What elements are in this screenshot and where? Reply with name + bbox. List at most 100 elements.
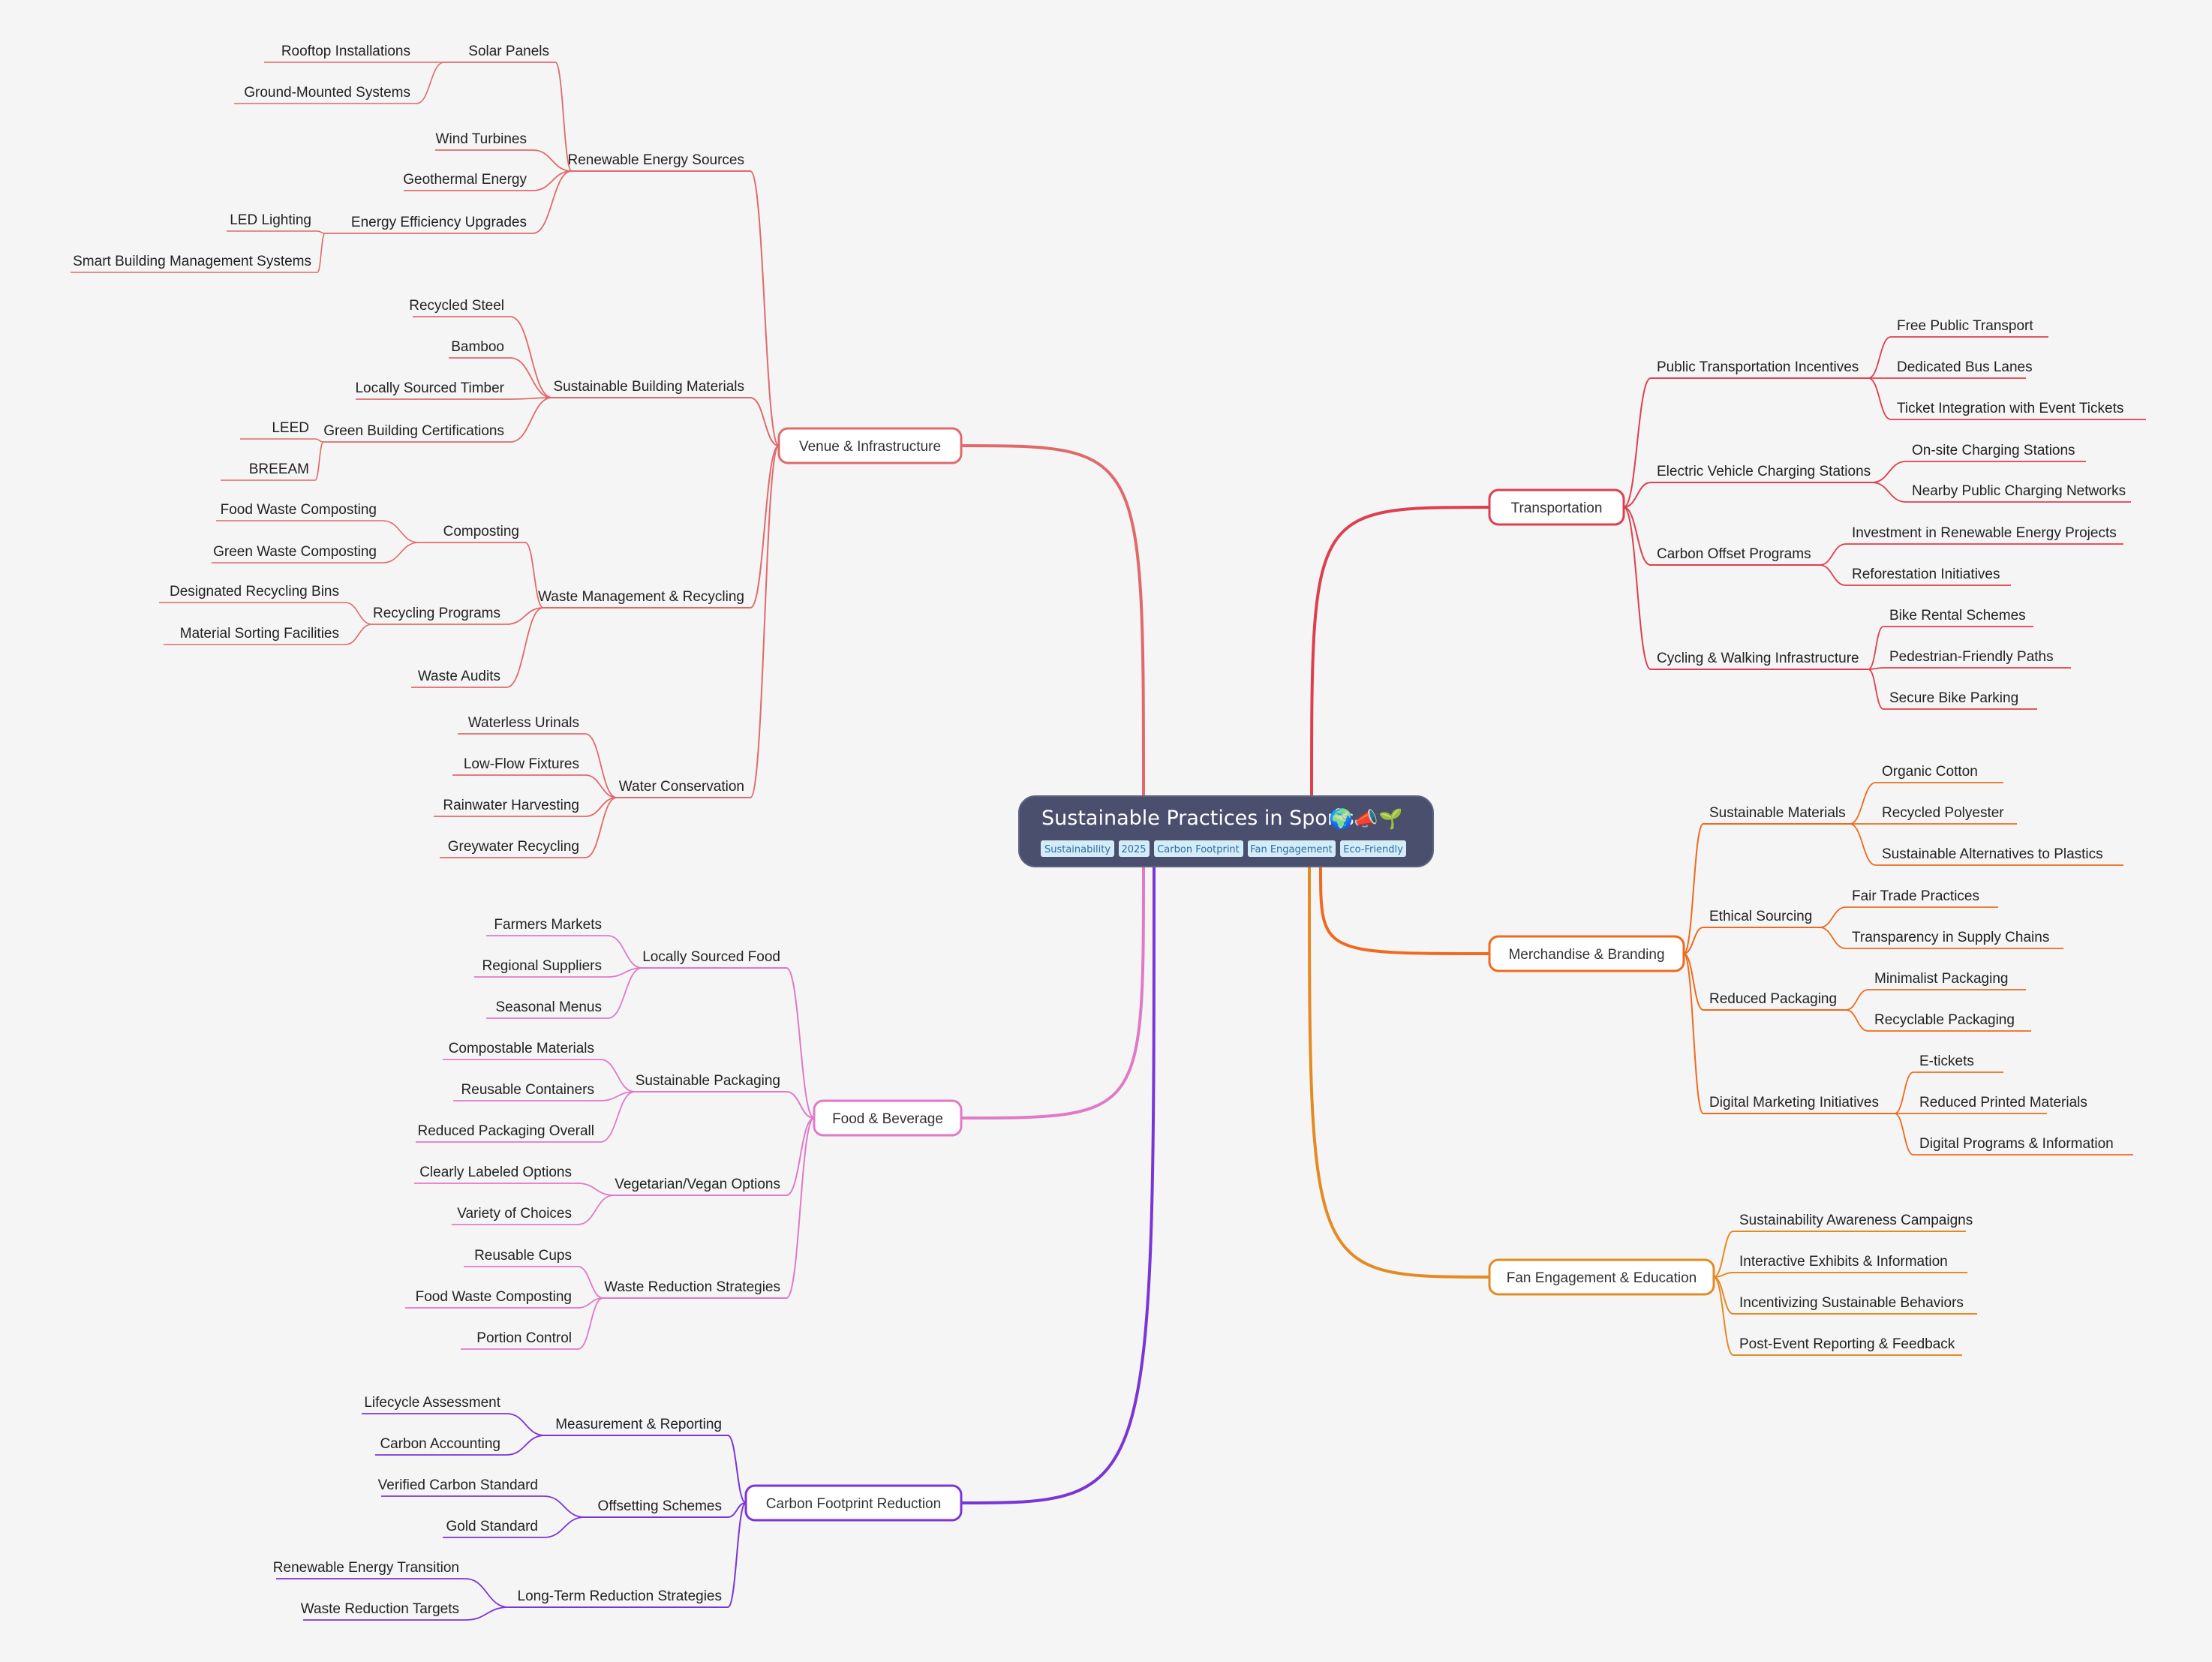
node-renewable-energy-sources[interactable]: Renewable Energy Sources <box>567 152 750 172</box>
node-recycled-steel[interactable]: Recycled Steel <box>409 298 510 317</box>
node-waste-audits[interactable]: Waste Audits <box>411 669 506 688</box>
node-sustainable-packaging[interactable]: Sustainable Packaging <box>635 1073 786 1092</box>
node-reusable-cups[interactable]: Reusable Cups <box>464 1248 578 1267</box>
node-verified-carbon-standard[interactable]: Verified Carbon Standard <box>378 1477 544 1497</box>
node-nearby-public-charging-networks[interactable]: Nearby Public Charging Networks <box>1906 483 2131 503</box>
node-gold-standard[interactable]: Gold Standard <box>443 1519 544 1538</box>
node-reusable-containers[interactable]: Reusable Containers <box>453 1082 600 1101</box>
node-low-flow-fixtures[interactable]: Low-Flow Fixtures <box>452 756 585 776</box>
branch-box[interactable] <box>813 1099 963 1137</box>
node-clearly-labeled-options[interactable]: Clearly Labeled Options <box>414 1165 578 1184</box>
node-post-event-reporting-and-feedback[interactable]: Post-Event Reporting & Feedback <box>1733 1336 1962 1356</box>
node-recycled-polyester[interactable]: Recycled Polyester <box>1876 805 2017 825</box>
node-minimalist-packaging[interactable]: Minimalist Packaging <box>1868 971 2026 990</box>
node-reforestation-initiatives[interactable]: Reforestation Initiatives <box>1846 567 2011 586</box>
node-ground-mounted-systems[interactable]: Ground-Mounted Systems <box>234 85 416 104</box>
node-investment-in-renewable-energy-projects[interactable]: Investment in Renewable Energy Projects <box>1846 525 2123 545</box>
node-green-waste-composting[interactable]: Green Waste Composting <box>212 544 383 564</box>
node-regional-suppliers[interactable]: Regional Suppliers <box>474 958 608 978</box>
node-geothermal-energy[interactable]: Geothermal Energy <box>403 172 533 191</box>
node-waste-management-and-recycling[interactable]: Waste Management & Recycling <box>538 589 750 609</box>
node-rainwater-harvesting[interactable]: Rainwater Harvesting <box>434 798 585 817</box>
node-locally-sourced-timber[interactable]: Locally Sourced Timber <box>355 380 510 400</box>
branch-box[interactable] <box>744 1484 963 1522</box>
node-wind-turbines[interactable]: Wind Turbines <box>435 131 533 151</box>
node-recyclable-packaging[interactable]: Recyclable Packaging <box>1868 1012 2031 1032</box>
node-carbon-accounting[interactable]: Carbon Accounting <box>375 1436 506 1456</box>
branch-merchandise-and-branding[interactable]: Merchandise & Branding <box>1488 935 1685 972</box>
node-led-lighting[interactable]: LED Lighting <box>227 212 317 232</box>
node-variety-of-choices[interactable]: Variety of Choices <box>452 1206 578 1225</box>
node-cycling-and-walking-infrastructure[interactable]: Cycling & Walking Infrastructure <box>1651 651 1868 670</box>
node-green-building-certifications[interactable]: Green Building Certifications <box>323 423 510 443</box>
branch-carbon-footprint-reduction[interactable]: Carbon Footprint Reduction <box>744 1484 963 1522</box>
node-greywater-recycling[interactable]: Greywater Recycling <box>440 839 585 858</box>
node-electric-vehicle-charging-stations[interactable]: Electric Vehicle Charging Stations <box>1651 464 1872 483</box>
node-solar-panels[interactable]: Solar Panels <box>444 44 555 63</box>
node-interactive-exhibits-and-information[interactable]: Interactive Exhibits & Information <box>1733 1254 1967 1273</box>
node-food-waste-composting[interactable]: Food Waste Composting <box>216 502 383 521</box>
node-locally-sourced-food[interactable]: Locally Sourced Food <box>642 949 786 969</box>
node-breeam[interactable]: BREEAM <box>221 461 315 481</box>
node-dedicated-bus-lanes[interactable]: Dedicated Bus Lanes <box>1891 359 2033 379</box>
node-digital-programs-and-information[interactable]: Digital Programs & Information <box>1913 1136 2133 1156</box>
branch-box[interactable] <box>1488 488 1625 526</box>
node-free-public-transport[interactable]: Free Public Transport <box>1891 318 2048 338</box>
node-compostable-materials[interactable]: Compostable Materials <box>443 1041 600 1060</box>
node-sustainability-awareness-campaigns[interactable]: Sustainability Awareness Campaigns <box>1733 1213 1973 1232</box>
node-reduced-printed-materials[interactable]: Reduced Printed Materials <box>1913 1095 2087 1114</box>
node-bike-rental-schemes[interactable]: Bike Rental Schemes <box>1883 608 2033 627</box>
node-material-sorting-facilities[interactable]: Material Sorting Facilities <box>164 626 345 645</box>
node-offsetting-schemes[interactable]: Offsetting Schemes <box>585 1498 728 1518</box>
node-ticket-integration-with-event-tickets[interactable]: Ticket Integration with Event Tickets <box>1891 401 2146 420</box>
node-sustainable-alternatives-to-plastics[interactable]: Sustainable Alternatives to Plastics <box>1876 846 2123 866</box>
node-bamboo[interactable]: Bamboo <box>449 339 510 359</box>
branch-box[interactable] <box>777 427 963 464</box>
node-energy-efficiency-upgrades[interactable]: Energy Efficiency Upgrades <box>325 215 533 234</box>
node-seasonal-menus[interactable]: Seasonal Menus <box>486 999 608 1019</box>
node-leed[interactable]: LEED <box>240 420 315 440</box>
node-sustainable-building-materials[interactable]: Sustainable Building Materials <box>552 379 750 398</box>
connector-root-merchandise-and-branding <box>1319 866 1490 955</box>
node-measurement-and-reporting[interactable]: Measurement & Reporting <box>545 1417 728 1436</box>
node-transparency-in-supply-chains[interactable]: Transparency in Supply Chains <box>1846 930 2063 949</box>
node-secure-bike-parking[interactable]: Secure Bike Parking <box>1883 690 2037 710</box>
branch-fan-engagement-and-education[interactable]: Fan Engagement & Education <box>1488 1258 1715 1296</box>
node-pedestrian-friendly-paths[interactable]: Pedestrian-Friendly Paths <box>1883 649 2071 669</box>
node-fair-trade-practices[interactable]: Fair Trade Practices <box>1846 888 1998 908</box>
node-portion-control[interactable]: Portion Control <box>461 1330 578 1350</box>
node-long-term-reduction-strategies[interactable]: Long-Term Reduction Strategies <box>509 1588 728 1608</box>
root-node[interactable]: Sustainable Practices in Sports 🌍 📣 🌱 Su… <box>1018 795 1434 867</box>
node-reduced-packaging[interactable]: Reduced Packaging <box>1703 991 1846 1011</box>
node-smart-building-management-systems[interactable]: Smart Building Management Systems <box>71 254 317 273</box>
node-public-transportation-incentives[interactable]: Public Transportation Incentives <box>1651 359 1868 379</box>
branch-food-and-beverage[interactable]: Food & Beverage <box>813 1099 963 1137</box>
node-carbon-offset-programs[interactable]: Carbon Offset Programs <box>1651 546 1820 566</box>
node-rooftop-installations[interactable]: Rooftop Installations <box>264 44 416 63</box>
branch-box[interactable] <box>1488 935 1685 972</box>
node-vegetarian-vegan-options[interactable]: Vegetarian/Vegan Options <box>614 1177 786 1196</box>
branch-box[interactable] <box>1488 1258 1715 1296</box>
node-water-conservation[interactable]: Water Conservation <box>617 779 750 798</box>
node-composting[interactable]: Composting <box>419 524 525 543</box>
node-on-site-charging-stations[interactable]: On-site Charging Stations <box>1906 443 2086 462</box>
node-e-tickets[interactable]: E-tickets <box>1913 1053 2003 1073</box>
node-lifecycle-assessment[interactable]: Lifecycle Assessment <box>362 1395 506 1414</box>
node-reduced-packaging-overall[interactable]: Reduced Packaging Overall <box>416 1123 600 1143</box>
node-incentivizing-sustainable-behaviors[interactable]: Incentivizing Sustainable Behaviors <box>1733 1295 1977 1315</box>
connector-sustainable-building-materials <box>750 397 780 446</box>
node-renewable-energy-transition[interactable]: Renewable Energy Transition <box>273 1560 465 1579</box>
node-waterless-urinals[interactable]: Waterless Urinals <box>458 715 585 735</box>
node-farmers-markets[interactable]: Farmers Markets <box>486 917 608 936</box>
node-designated-recycling-bins[interactable]: Designated Recycling Bins <box>159 584 345 603</box>
node-sustainable-materials[interactable]: Sustainable Materials <box>1703 805 1850 825</box>
node-food-waste-composting[interactable]: Food Waste Composting <box>405 1289 578 1309</box>
branch-venue-and-infrastructure[interactable]: Venue & Infrastructure <box>777 427 963 464</box>
node-waste-reduction-targets[interactable]: Waste Reduction Targets <box>301 1601 465 1621</box>
node-recycling-programs[interactable]: Recycling Programs <box>372 606 506 625</box>
node-digital-marketing-initiatives[interactable]: Digital Marketing Initiatives <box>1703 1095 1895 1114</box>
branch-transportation[interactable]: Transportation <box>1488 488 1625 526</box>
node-organic-cotton[interactable]: Organic Cotton <box>1876 764 2003 783</box>
node-waste-reduction-strategies[interactable]: Waste Reduction Strategies <box>603 1279 786 1299</box>
node-ethical-sourcing[interactable]: Ethical Sourcing <box>1703 909 1820 928</box>
